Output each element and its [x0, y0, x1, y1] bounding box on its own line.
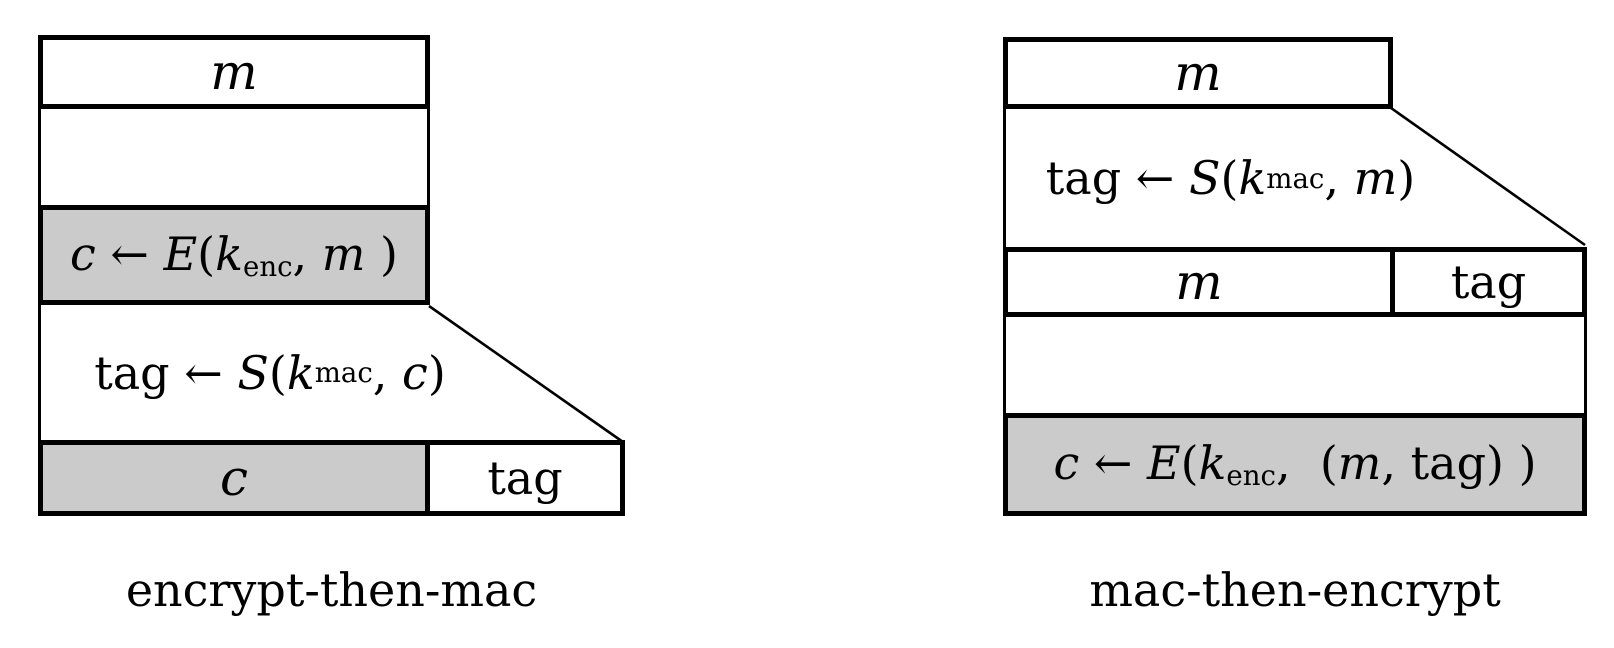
etm-diagram-label: encrypt-then-mac [125, 563, 538, 617]
mte-encrypt-formula: c ← E(kenc, (m, tag) ) [1053, 436, 1537, 493]
etm-connector-right-line [427, 107, 430, 207]
etm-encrypt-box: c ← E(kenc, m ) [38, 205, 430, 305]
mte-connector-left-line [1003, 315, 1006, 415]
etm-output-tag-label: tag [487, 451, 563, 505]
mte-connector-right-line [1584, 315, 1587, 415]
mte-mid-message-label: m [1175, 253, 1223, 311]
mte-diagram-label: mac-then-encrypt [1089, 563, 1501, 617]
mte-mid-message-box: m [1003, 247, 1395, 317]
etm-output-cipher-box: c [38, 440, 430, 516]
mte-encrypt-box: c ← E(kenc, (m, tag) ) [1003, 413, 1587, 516]
etm-encrypt-formula: c ← E(kenc, m ) [70, 226, 398, 284]
etm-message-box: m [38, 35, 430, 109]
mte-mid-tag-box: tag [1390, 247, 1587, 317]
etm-output-cipher-label: c [219, 449, 248, 507]
mte-mac-region-left-line [1003, 107, 1006, 249]
etm-output-tag-box: tag [425, 440, 625, 516]
mte-message-box: m [1003, 37, 1393, 109]
mte-mid-tag-label: tag [1450, 255, 1527, 309]
etm-connector-left-line [38, 107, 41, 207]
etm-message-label: m [210, 43, 258, 101]
etm-mac-region-left-line [38, 303, 41, 442]
mte-message-label: m [1174, 44, 1222, 102]
